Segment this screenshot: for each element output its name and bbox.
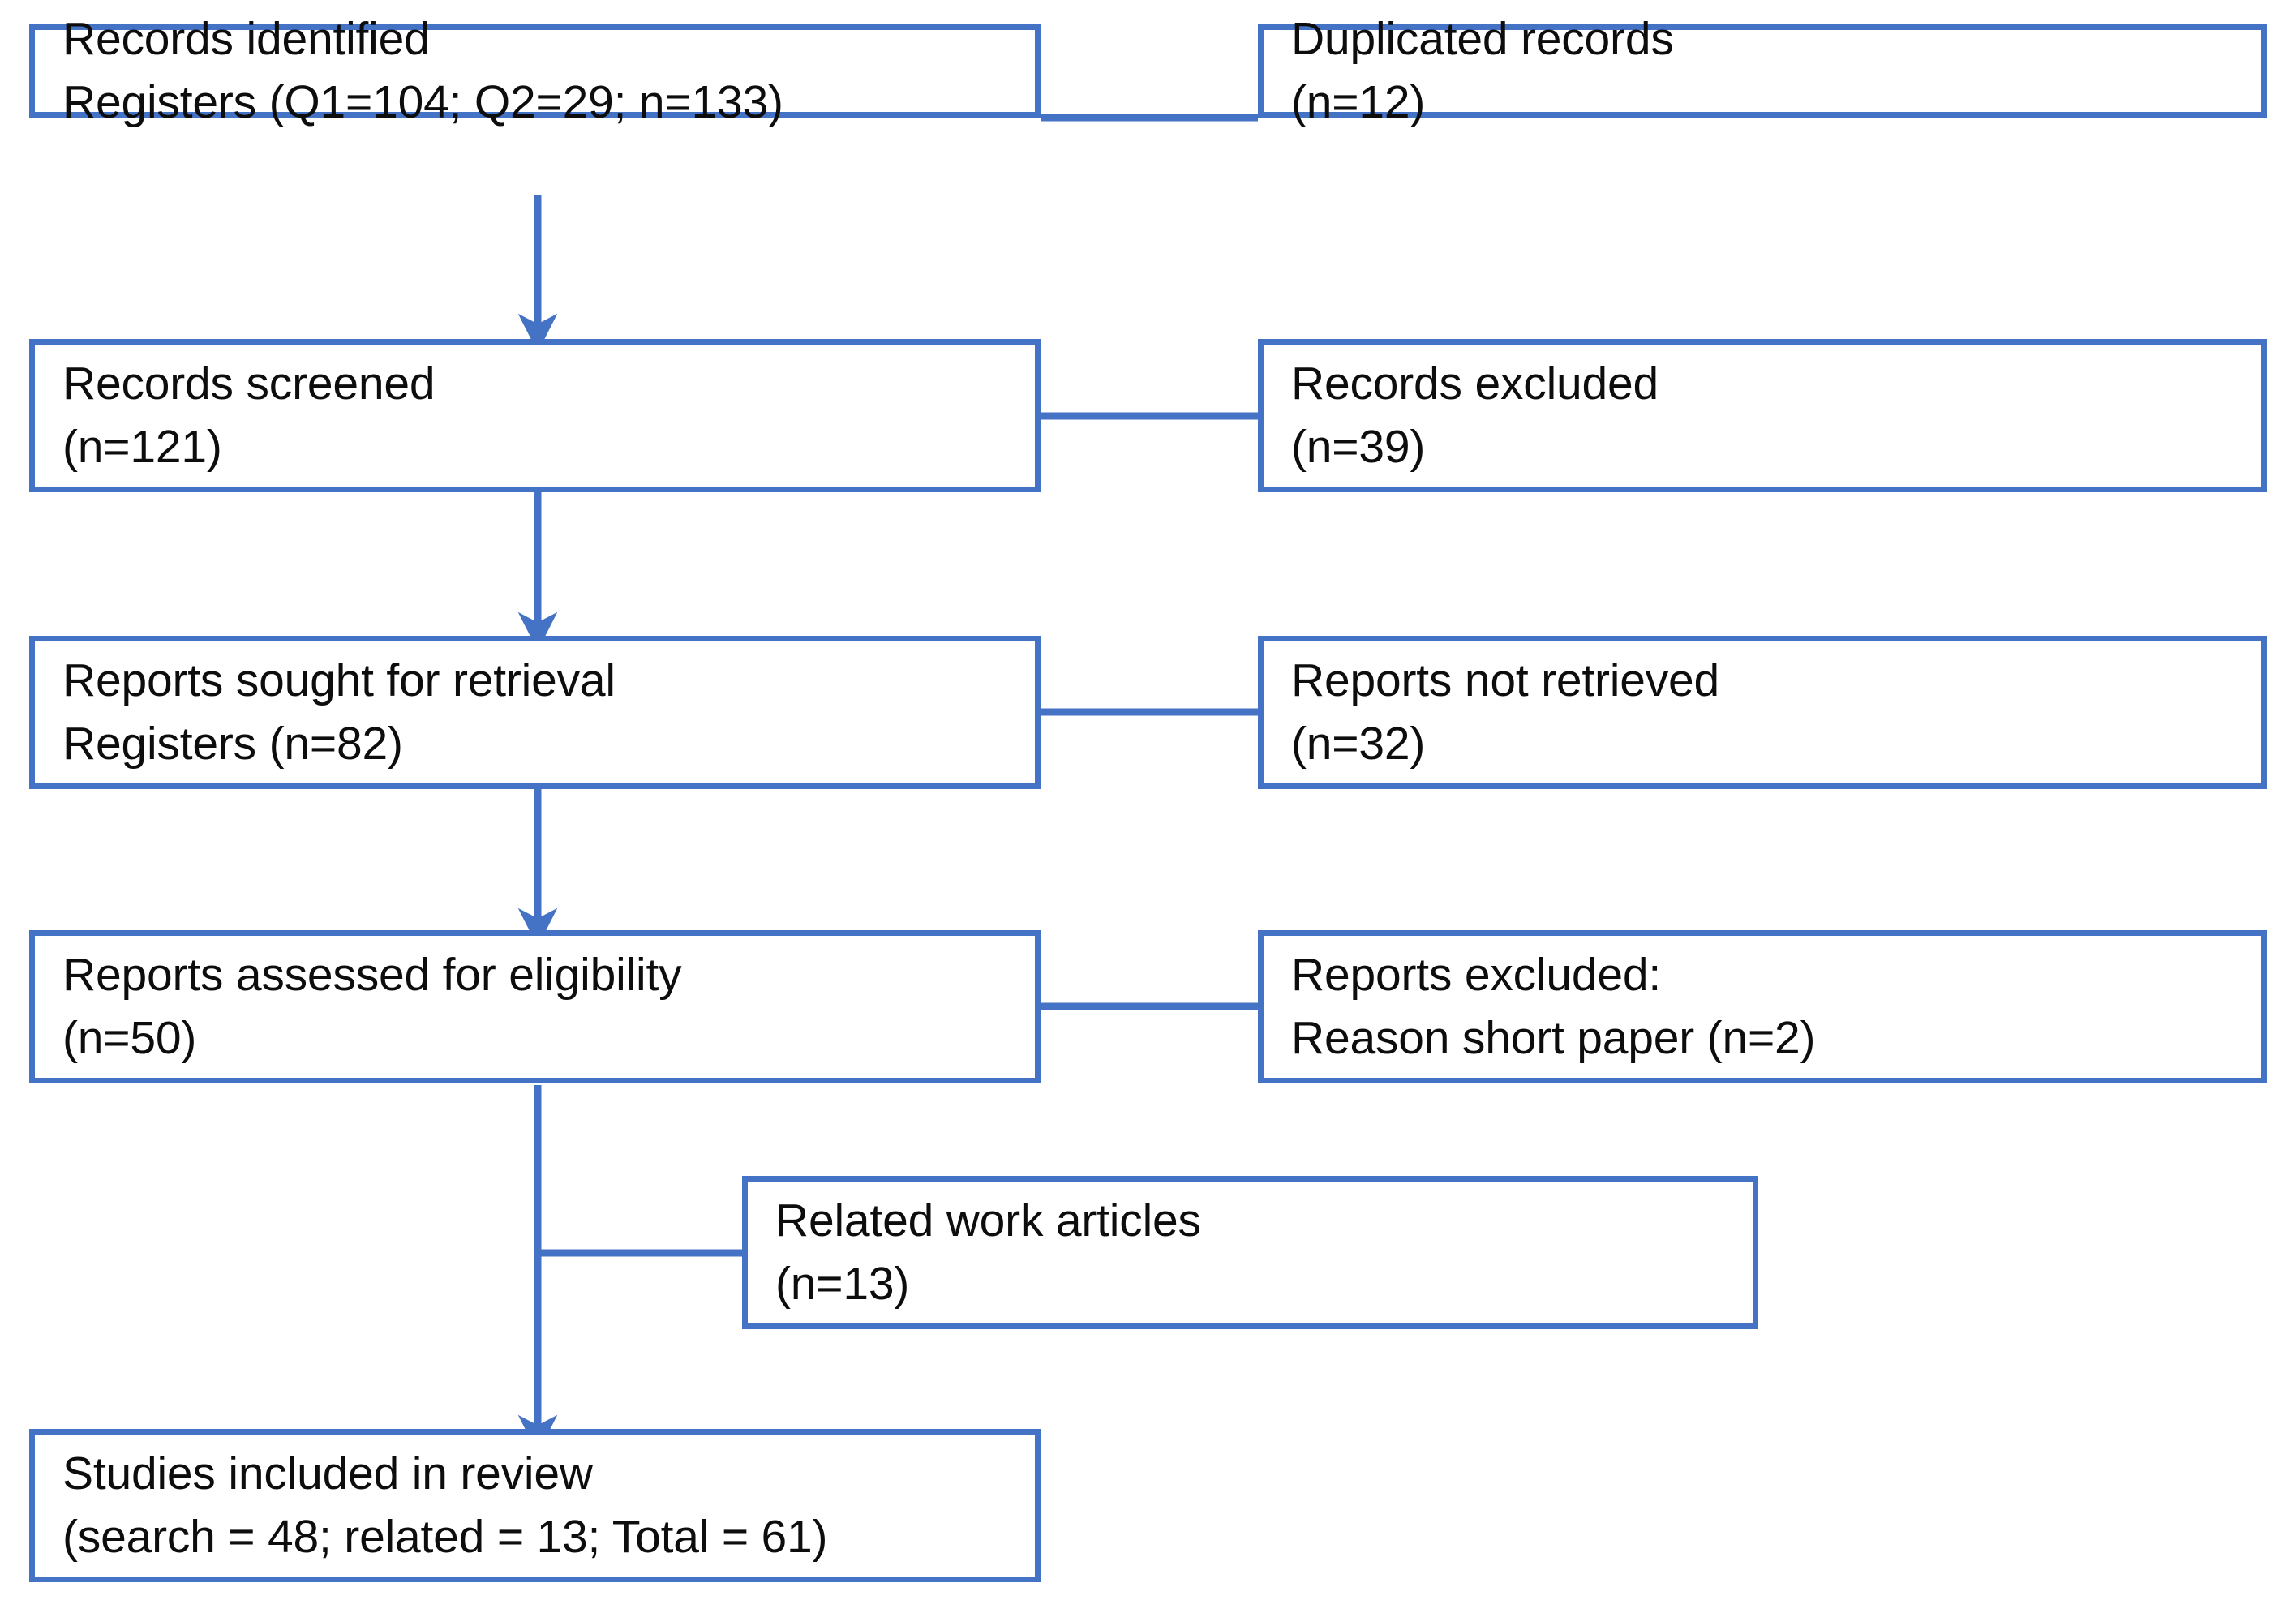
node-line: Records excluded [1291,357,1659,410]
node-records-screened[interactable]: Records screened (n=121) [29,339,1041,492]
node-studies-included-in-review[interactable]: Studies included in review (search = 48;… [29,1429,1041,1582]
node-line: Registers (Q1=104; Q2=29; n=133) [62,75,783,128]
node-line: (n=50) [62,1011,197,1064]
node-line: (search = 48; related = 13; Total = 61) [62,1510,828,1563]
node-records-identified[interactable]: Records identified Registers (Q1=104; Q2… [29,13,1041,128]
node-line: Records screened [62,357,436,410]
node-reports-excluded[interactable]: Reports excluded: Reason short paper (n=… [1258,930,2267,1083]
node-reports-sought-for-retrieval[interactable]: Reports sought for retrieval Registers (… [29,636,1041,789]
node-reports-not-retrieved[interactable]: Reports not retrieved (n=32) [1258,636,2267,789]
node-line: Reports excluded: [1291,948,1662,1001]
node-duplicated-records[interactable]: Duplicated records (n=12) [1258,13,2267,128]
node-line: Duplicated records [1291,12,1674,65]
node-line: (n=121) [62,420,222,473]
node-line: (n=39) [1291,420,1426,473]
node-line: (n=13) [775,1257,910,1310]
node-line: Studies included in review [62,1447,593,1499]
node-line: (n=32) [1291,717,1426,770]
node-records-excluded[interactable]: Records excluded (n=39) [1258,339,2267,492]
node-line: Reports sought for retrieval [62,654,616,706]
node-line: Reports assessed for eligibility [62,948,682,1001]
node-line: Reason short paper (n=2) [1291,1011,1816,1064]
node-line: Reports not retrieved [1291,654,1720,706]
node-related-work-articles[interactable]: Related work articles (n=13) [742,1176,1758,1329]
node-line: Registers (n=82) [62,717,403,770]
node-line: (n=12) [1291,75,1426,128]
node-line: Related work articles [775,1194,1201,1246]
node-reports-assessed-for-eligibility[interactable]: Reports assessed for eligibility (n=50) [29,930,1041,1083]
node-line: Records identified [62,12,430,65]
